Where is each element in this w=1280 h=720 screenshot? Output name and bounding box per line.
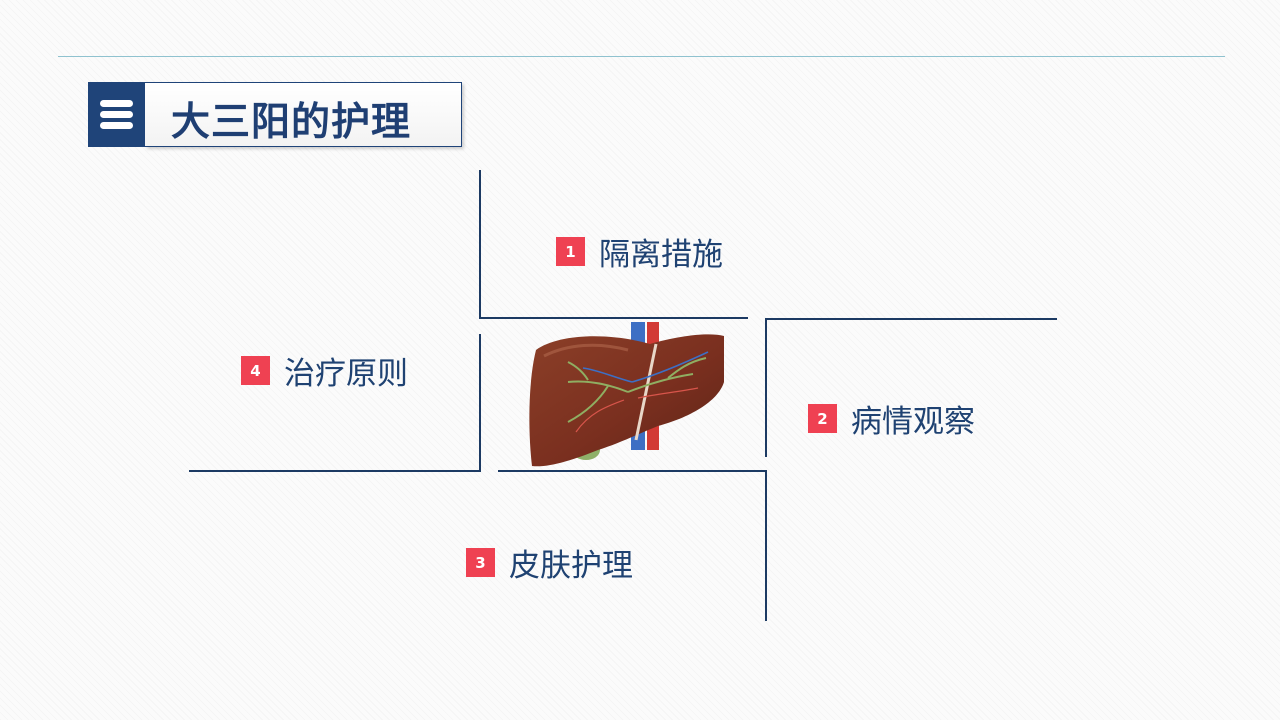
- divider-line: [765, 318, 1057, 320]
- number-badge: 1: [556, 237, 585, 266]
- item-label: 病情观察: [851, 404, 975, 440]
- divider-line: [189, 470, 481, 472]
- list-item: 1 隔离措施: [556, 229, 723, 274]
- divider-line: [479, 334, 481, 472]
- number-badge: 2: [808, 404, 837, 433]
- number-badge: 3: [466, 548, 495, 577]
- list-item: 3 皮肤护理: [466, 540, 633, 585]
- title-panel: 大三阳的护理: [145, 82, 462, 147]
- top-divider: [58, 56, 1225, 57]
- number-badge: 4: [241, 356, 270, 385]
- divider-line: [479, 170, 481, 319]
- divider-line: [765, 318, 767, 457]
- divider-line: [498, 470, 767, 472]
- item-label: 皮肤护理: [509, 548, 633, 584]
- liver-illustration: [529, 322, 724, 467]
- divider-line: [479, 317, 748, 319]
- item-label: 隔离措施: [599, 237, 723, 273]
- list-item: 4 治疗原则: [241, 348, 408, 393]
- list-item: 2 病情观察: [808, 396, 975, 441]
- list-icon: [88, 82, 145, 147]
- page-title: 大三阳的护理: [171, 100, 412, 145]
- divider-line: [765, 470, 767, 621]
- section-title-box: 大三阳的护理: [88, 82, 463, 147]
- item-label: 治疗原则: [284, 356, 408, 392]
